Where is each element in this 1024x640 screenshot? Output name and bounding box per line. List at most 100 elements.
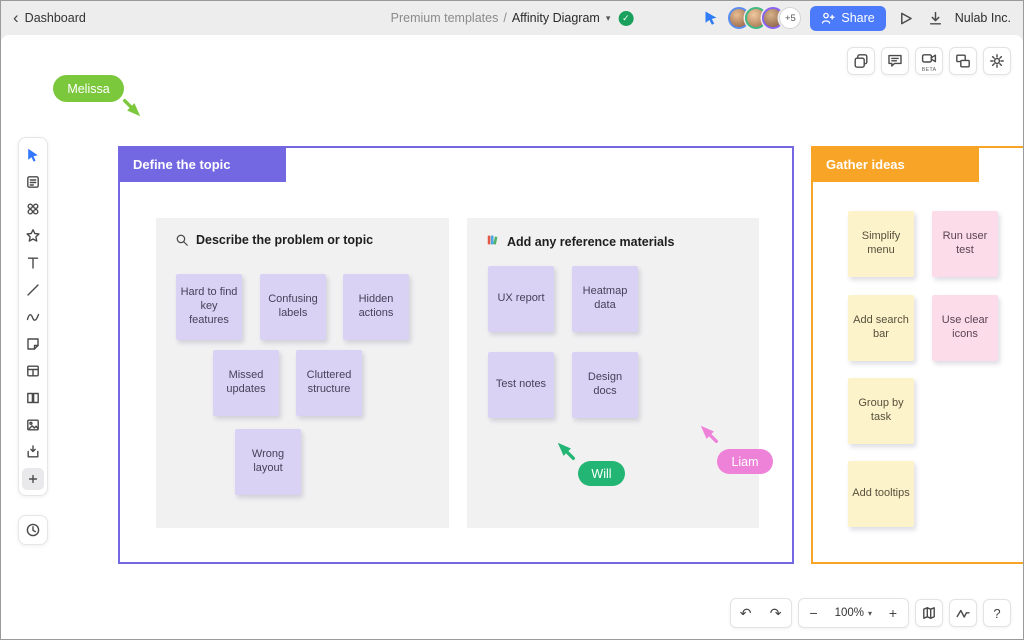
import-icon [27, 444, 39, 457]
shapes-tool[interactable] [20, 195, 46, 222]
sticky-note-text: Add tooltips [852, 487, 910, 500]
collaborator-cursor-icon [555, 440, 577, 467]
chevron-down-icon: ▾ [867, 608, 872, 618]
canvas-toolbar: BETA [847, 47, 1011, 75]
template-tool[interactable] [20, 168, 46, 195]
chevron-down-icon[interactable]: ▾ [605, 12, 611, 23]
import-tool[interactable] [20, 438, 46, 465]
zoom-controls: − 100% ▾ + [797, 598, 909, 628]
sticky-note[interactable]: Run user test [932, 211, 998, 277]
sticky-note[interactable]: Cluttered structure [296, 350, 362, 416]
frame-tool[interactable] [20, 384, 46, 411]
back-to-dashboard-button[interactable]: ‹ Dashboard [13, 9, 86, 26]
sticky-note[interactable]: Simplify menu [848, 211, 914, 277]
sticky-note[interactable]: Add tooltips [848, 461, 914, 527]
redo-icon: ↷ [769, 604, 782, 621]
clock-icon [26, 523, 40, 537]
sticky-note[interactable]: Test notes [488, 352, 554, 418]
collaborator-avatars: +5 [728, 7, 802, 29]
sticky-note[interactable]: Hidden actions [343, 274, 409, 340]
minimap-button[interactable] [915, 599, 943, 627]
text-tool[interactable] [20, 249, 46, 276]
sticky-note[interactable]: Wrong layout [235, 429, 301, 495]
share-button[interactable]: Share [810, 5, 886, 31]
minus-icon: − [809, 605, 818, 621]
slideshow-button[interactable] [949, 47, 977, 75]
zoom-in-button[interactable]: + [878, 599, 908, 627]
comments-button[interactable] [881, 47, 909, 75]
image-tool[interactable] [20, 411, 46, 438]
download-button[interactable] [925, 8, 946, 29]
breadcrumb: Premium templates / Affinity Diagram ▾ ✓ [391, 1, 634, 35]
timer-button[interactable] [18, 515, 48, 545]
canvas-footer-controls: ↶ ↷ − 100% ▾ + ? [729, 598, 1011, 628]
frame-title-tab[interactable]: Gather ideas [811, 146, 979, 182]
sticky-note[interactable]: Use clear icons [932, 295, 998, 361]
text-icon [27, 257, 39, 269]
stamp-tool[interactable] [20, 222, 46, 249]
map-icon [923, 607, 935, 619]
collaborators-overflow-badge[interactable]: +5 [779, 7, 802, 29]
sticky-note[interactable]: Design docs [572, 352, 638, 418]
panel-title-text: Describe the problem or topic [196, 233, 374, 247]
sticky-note[interactable]: Hard to find key features [176, 274, 242, 340]
present-button[interactable] [895, 8, 916, 29]
undo-icon: ↶ [739, 604, 752, 621]
add-tools-button[interactable] [22, 468, 44, 490]
sticky-note-text: Wrong layout [251, 448, 285, 474]
sticky-note[interactable]: Add search bar [848, 295, 914, 361]
sticky-note-text: Cluttered structure [306, 369, 352, 395]
video-chat-button[interactable]: BETA [915, 47, 943, 75]
frame-icon [27, 392, 39, 403]
share-person-icon [821, 11, 836, 25]
settings-button[interactable] [983, 47, 1011, 75]
frame-gather-ideas: Gather ideas Simplify menu Run user test… [811, 146, 1023, 564]
collaborator-name-tag: Will [578, 461, 625, 486]
breadcrumb-current[interactable]: Affinity Diagram [511, 11, 600, 25]
table-tool[interactable] [20, 357, 46, 384]
canvas[interactable]: BETA [1, 35, 1023, 639]
help-button[interactable]: ? [983, 599, 1011, 627]
sticky-note[interactable]: Heatmap data [572, 266, 638, 332]
sticky-note[interactable]: Confusing labels [260, 274, 326, 340]
sticky-note-text: UX report [497, 292, 545, 305]
saved-check-badge: ✓ [618, 10, 634, 26]
draw-tool[interactable] [20, 303, 46, 330]
zoom-level-value: 100% [834, 607, 864, 619]
line-tool[interactable] [20, 276, 46, 303]
sticky-note[interactable]: Missed updates [213, 350, 279, 416]
copy-diagram-button[interactable] [847, 47, 875, 75]
zoom-out-button[interactable]: − [799, 599, 829, 627]
redo-button[interactable]: ↷ [761, 599, 791, 627]
undo-button[interactable]: ↶ [731, 599, 761, 627]
frame-define-the-topic: Define the topic Describe the problem or… [118, 146, 794, 564]
image-icon [27, 419, 39, 431]
sticky-note-tool[interactable] [20, 330, 46, 357]
org-name[interactable]: Nulab Inc. [954, 11, 1011, 25]
app-header: ‹ Dashboard Premium templates / Affinity… [1, 1, 1023, 35]
panel-describe-problem[interactable]: Describe the problem or topic Hard to fi… [156, 218, 449, 528]
sticky-note[interactable]: UX report [488, 266, 554, 332]
sticky-note-text: Confusing labels [268, 293, 318, 319]
sticky-note-text: Run user test [942, 230, 988, 256]
sticky-note-text: Missed updates [226, 369, 266, 395]
collaborator-cursor-icon [698, 423, 720, 450]
comment-icon [888, 54, 902, 67]
select-tool[interactable] [20, 141, 46, 168]
panel-title-text: Add any reference materials [507, 234, 675, 249]
sticky-note-text: Test notes [495, 378, 547, 391]
sticky-note-text: Use clear icons [941, 314, 989, 340]
frame-title-tab[interactable]: Define the topic [118, 146, 286, 182]
sticky-note-text: Hidden actions [358, 293, 394, 319]
sticky-note[interactable]: Group by task [848, 378, 914, 444]
zoom-level-dropdown[interactable]: 100% ▾ [829, 599, 878, 627]
sticky-note-text: Design docs [587, 371, 623, 397]
share-label: Share [841, 11, 875, 25]
beta-badge: BETA [921, 67, 937, 73]
activity-button[interactable] [949, 599, 977, 627]
history-controls: ↶ ↷ [729, 598, 792, 628]
pen-squiggle-icon [26, 313, 40, 321]
slides-icon [956, 54, 970, 68]
breadcrumb-group[interactable]: Premium templates [390, 11, 499, 25]
template-icon [27, 175, 39, 188]
